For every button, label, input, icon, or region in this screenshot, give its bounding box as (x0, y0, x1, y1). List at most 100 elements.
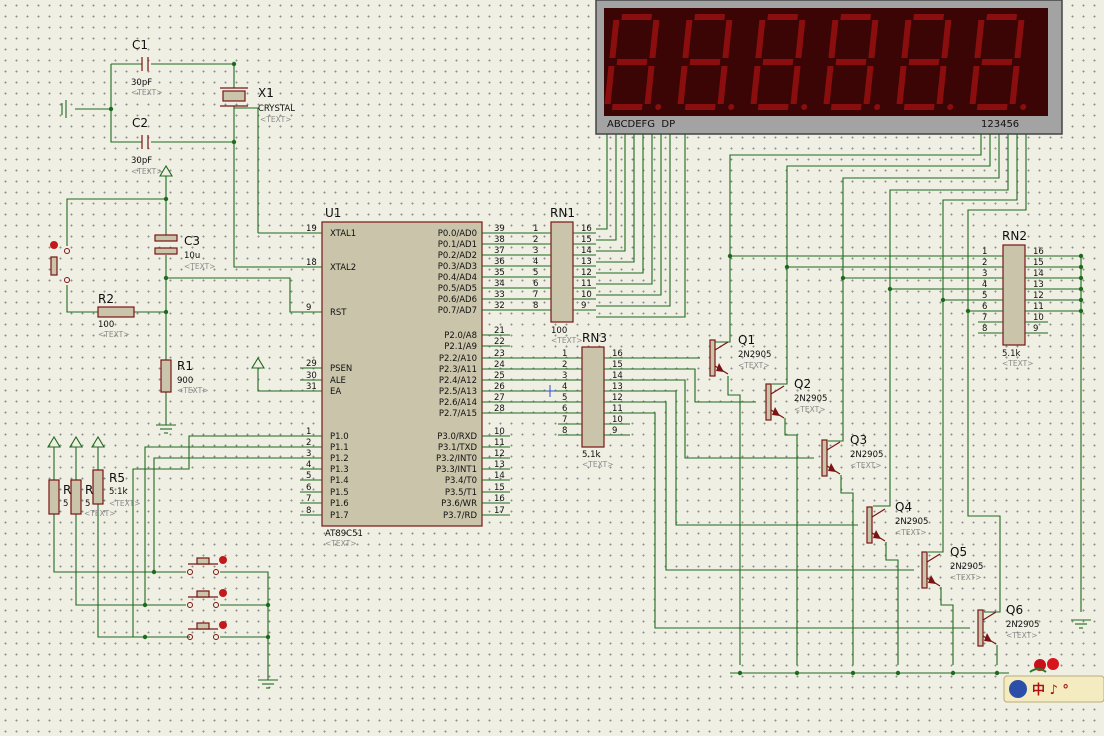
u1-pin-name: P1.1 (330, 443, 349, 453)
u1-pin-name: P2.3/A11 (439, 365, 477, 375)
rn-pin-number-right: 15 (612, 360, 623, 370)
u1-pin-name: P1.0 (330, 432, 349, 442)
transistor-text: <TEXT> (950, 573, 981, 582)
transistor-lead (714, 341, 729, 351)
transistor-lead (871, 508, 886, 518)
resistor-r1[interactable]: R1 900 <TEXT> (160, 359, 208, 395)
rn2-ref: RN2 (1002, 229, 1027, 243)
junction-dot (737, 670, 743, 676)
resistor-r2[interactable]: R2 100 <TEXT> (97, 292, 135, 339)
u1-pin-number: 16 (494, 494, 505, 504)
c2-value: 30pF (131, 156, 152, 166)
segment-d (757, 104, 789, 110)
junction-dot (163, 309, 169, 315)
rn-pin-number-left: 5 (533, 268, 538, 278)
push-button-3[interactable] (187, 621, 228, 640)
u1-pin-number: 29 (306, 359, 317, 369)
rn-pin-number-left: 1 (982, 247, 987, 257)
u1-pin-name: P2.0/A8 (444, 331, 477, 341)
u1-pin-name: PSEN (330, 364, 352, 374)
seven-segment-display[interactable]: ABCDEFG DP 123456 (595, 0, 1063, 135)
segment-g (689, 59, 721, 65)
u1-pin-number: 1 (306, 427, 311, 437)
u1-pin-name: P3.5/T1 (445, 488, 477, 498)
u1-pin-name: P2.5/A13 (439, 387, 477, 397)
segment-b (722, 20, 733, 58)
u1-pin-name: P3.3/INT1 (436, 465, 477, 475)
u1-pin-name: P1.5 (330, 488, 349, 498)
capacitor-c2[interactable]: C2 30pF <TEXT> (131, 116, 162, 176)
pullup-resistors[interactable]: R 5 R 5 R5 5.1k <TEXT> <TEXT> (47, 435, 140, 518)
segment-g (981, 59, 1013, 65)
u1-pin-name: P3.4/T0 (445, 476, 477, 486)
transistor-lead (926, 553, 941, 563)
segment-c (1009, 66, 1020, 104)
transistor-arrow-icon (873, 530, 881, 539)
segment-d (611, 104, 643, 110)
u1-pin-name: P0.3/AD3 (438, 262, 477, 272)
ime-badge-text: 中 ♪ ° (1032, 682, 1069, 698)
rn-pin-number-right: 9 (581, 301, 586, 311)
u1-pin-name: P0.7/AD7 (438, 306, 477, 316)
u1-pin-number: 30 (306, 371, 317, 381)
segment-e (823, 66, 834, 104)
capacitor-c1[interactable]: C1 30pF <TEXT> (131, 38, 162, 97)
digit-4 (823, 14, 881, 110)
rn-pin-number-right: 10 (612, 415, 623, 425)
rn-pin-number-left: 8 (562, 426, 567, 436)
ime-badge[interactable]: 中 ♪ ° (1003, 658, 1104, 703)
rn-pin-number-right: 14 (1033, 269, 1044, 279)
u1-pin-number: 9 (306, 303, 311, 313)
junction-dot (163, 275, 169, 281)
segment-dp (1020, 104, 1027, 110)
u1-pin-number: 8 (306, 506, 311, 516)
transistor-body (866, 506, 873, 544)
segment-d (976, 104, 1008, 110)
button-contact (187, 634, 193, 640)
rn-pin-number-right: 13 (612, 382, 623, 392)
segment-b (868, 20, 879, 58)
rn-pin-number-left: 4 (562, 382, 567, 392)
u1-pin-name: P1.2 (330, 454, 349, 464)
c3-value: 10u (184, 251, 200, 261)
push-buttons[interactable] (187, 556, 228, 640)
button-contact (213, 569, 219, 575)
digit-6 (969, 14, 1027, 110)
segment-g (835, 59, 867, 65)
rn-pin-number-right: 11 (1033, 302, 1044, 312)
junction-dot (965, 308, 971, 314)
u1-part: AT89C51 (325, 529, 363, 539)
rn-pin-number-left: 6 (562, 404, 567, 414)
u1-pin-number: 17 (494, 506, 505, 516)
rn-pin-number-left: 2 (533, 235, 538, 245)
push-button-1[interactable] (187, 556, 228, 575)
capacitor-c3[interactable]: C3 10u <TEXT> (154, 234, 215, 271)
transistor-ref: Q5 (950, 545, 967, 559)
reset-switch[interactable] (50, 241, 70, 283)
transistor-ref: Q4 (895, 500, 912, 514)
u1-pin-number: 34 (494, 279, 505, 289)
segment-dp (947, 104, 954, 110)
u1-pin-name: P3.6/WR (441, 499, 477, 509)
transistor-ref: Q2 (794, 377, 811, 391)
push-button-2[interactable] (187, 589, 228, 608)
power-arrow-c3 (159, 164, 173, 177)
junction-dot (231, 61, 237, 67)
segment-pin-labels: ABCDEFG DP (607, 119, 675, 130)
u1-pin-name: P0.0/AD0 (438, 229, 477, 239)
u1-pin-name: P0.5/AD5 (438, 284, 477, 294)
crystal-x1[interactable]: X1 CRYSTAL <TEXT> (220, 86, 295, 124)
r5-text: <TEXT> (109, 499, 140, 508)
